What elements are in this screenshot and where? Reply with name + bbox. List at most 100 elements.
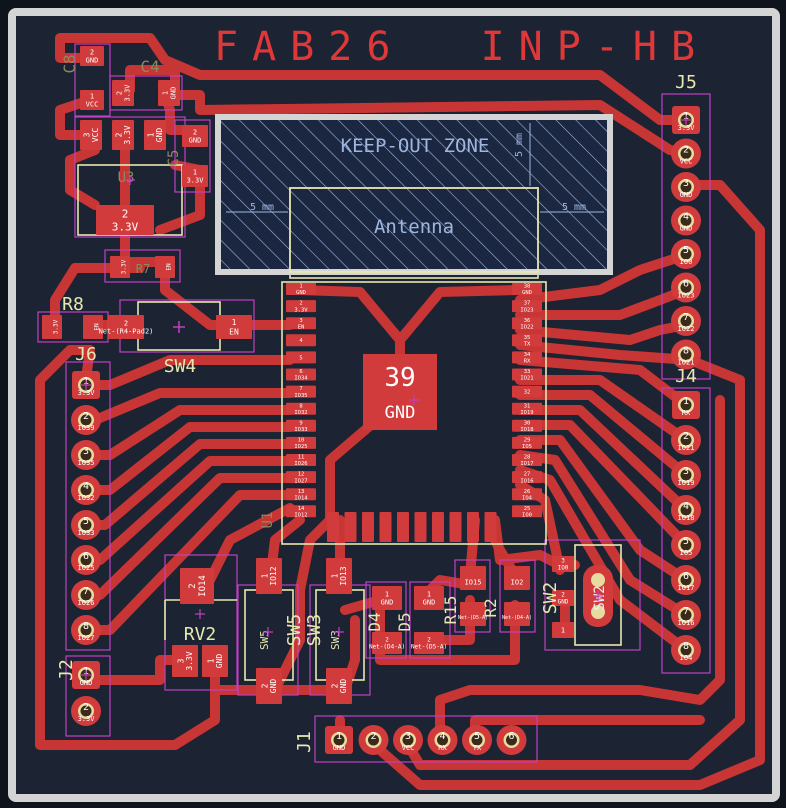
u1-pad-7-label: IO35 [294, 393, 307, 399]
u1-pad-6-label: IO34 [294, 376, 308, 382]
r8-pad-1: 3.3V [42, 315, 62, 339]
j5-pin-3-label: GND [680, 191, 693, 199]
u1-pad-26-number: 26 [524, 489, 531, 495]
u1-pad-32: 32 [512, 385, 542, 398]
j1-ref: J1 [294, 731, 315, 753]
u1-pad-28-number: 28 [524, 455, 531, 461]
sw5-fab-ref: SW5 [258, 630, 271, 650]
gnd-pad-number: 39 [384, 363, 415, 393]
r15-ref: R15 [441, 596, 460, 625]
c4-pad-1-number: 1 [162, 91, 170, 95]
j6-pin-5-number: 5 [83, 516, 89, 527]
j1-pin-1-number: 1 [336, 731, 342, 742]
j4-pin-4-number: 4 [683, 501, 689, 512]
j4-pin-7-number: 7 [683, 606, 689, 617]
j2-pin-2-number: 2 [83, 702, 89, 713]
j2-pin-2-label: 3.3V [78, 715, 96, 723]
j6-pin-6-number: 6 [83, 551, 89, 562]
c8-pad-1-number: 1 [90, 92, 94, 100]
d5-pad-1-number: 1 [427, 590, 431, 598]
j5-pin-6-number: 6 [683, 279, 689, 290]
u1-bottom-pad-24 [484, 512, 497, 542]
r2-pad-1-label: IO2 [511, 579, 524, 587]
j4-ref: J4 [675, 366, 697, 387]
sw2-pad-3-number: 3 [561, 558, 565, 565]
c8-pad-2-number: 2 [90, 48, 94, 56]
u1-pad-1-number: 1 [299, 284, 302, 290]
sw3-pad-2-label: GND [339, 679, 348, 694]
sw3-pad-2-number: 2 [330, 683, 339, 688]
sw5-pad-1-number: 1 [260, 573, 269, 578]
j1-pin-4-label: RX [438, 744, 447, 752]
u3-pad-1-number: 1 [146, 132, 155, 137]
j5-pin-5-label: IO0 [680, 258, 693, 266]
j6-pin-7-label: IO26 [78, 599, 95, 607]
u1-pad-1-label: GND [296, 290, 306, 296]
u1-pad-9-number: 9 [299, 420, 302, 426]
c5-pad-2-number: 2 [193, 128, 197, 136]
r2-pad-2-label: Net-(D4-A) [502, 615, 532, 621]
u1-pad-35-number: 35 [524, 335, 531, 341]
u1-pad-25-number: 25 [524, 506, 531, 512]
u1-pad-3-label: EN [298, 324, 305, 330]
r8-ref: R8 [62, 294, 84, 315]
u3-pad-3-label: VCC [91, 128, 100, 143]
u1-bottom-pad-19 [397, 512, 409, 542]
j2-ref: J2 [56, 659, 77, 681]
sw2-fab-ref: SW2 [592, 585, 608, 610]
sw2-pad-2-label: GND [558, 599, 569, 606]
u1-pad-7-number: 7 [299, 386, 302, 392]
r7-pad-1-label: 3.3V [120, 259, 127, 274]
j5-pin-8-number: 8 [683, 346, 689, 357]
u1-pad-33-number: 33 [524, 369, 531, 375]
u1-pad-27-number: 27 [524, 472, 531, 478]
anchor-cross-5 [81, 380, 91, 390]
u1-pad-34-number: 34 [524, 352, 531, 358]
u1-pad-29-number: 29 [524, 438, 531, 444]
c5-pad-2-label: GND [189, 137, 202, 145]
j6-pin-1-label: 3.3V [78, 389, 96, 397]
j4-pin-8-label: IO4 [680, 654, 693, 662]
d5-pad-2-label: Net-(D5-A) [411, 644, 447, 651]
u1-pad-29-label: IO5 [522, 444, 532, 450]
r8-pad-2: EN [83, 315, 103, 339]
r2-pad-2: Net-(D4-A) [502, 602, 532, 626]
u1-pad-2: 23.3V [286, 300, 316, 313]
sw2-pad-2-number: 2 [561, 592, 565, 599]
r7-ref: R7 [136, 262, 150, 276]
u1-bottom-pad-21 [432, 512, 444, 542]
sw3-pad-1-label: IO13 [339, 566, 348, 585]
j4-pin-6-label: IO17 [678, 584, 695, 592]
u1-pad-37-number: 37 [524, 301, 531, 307]
u1-pad-2-label: 3.3V [294, 307, 308, 313]
u1-pad-2-number: 2 [299, 301, 302, 307]
j1-pin-4: 4RX [427, 725, 458, 755]
u3-pad-2-label: 3.3V [123, 125, 132, 144]
keepout-dim-vertical: 5 mm [514, 133, 525, 157]
anchor-cross-7 [409, 395, 419, 405]
r15-pad-1-label: IO15 [465, 579, 482, 587]
j1-pin-5-number: 5 [474, 731, 480, 742]
u1-pad-30-number: 30 [524, 420, 531, 426]
u1-ref: U1 [260, 512, 276, 529]
j5-pin-1-label: 3.3V [678, 124, 696, 132]
sw3-fab-ref: SW3 [329, 630, 342, 650]
